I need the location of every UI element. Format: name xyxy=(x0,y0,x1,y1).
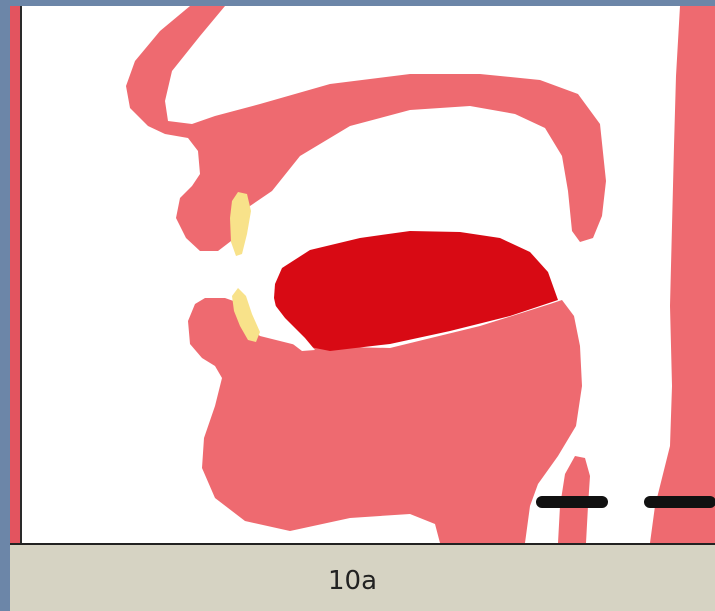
diagram-frame: 10a xyxy=(10,6,715,611)
caption-bar: 10a xyxy=(10,543,715,611)
caption-label: 10a xyxy=(328,566,377,596)
pharynx-wall xyxy=(650,6,715,543)
vocal-fold-left xyxy=(536,496,608,508)
vocal-tract-diagram xyxy=(22,6,715,543)
nose-and-upper-lip xyxy=(126,6,606,251)
vocal-fold-right xyxy=(644,496,715,508)
left-edge-bar xyxy=(10,6,22,543)
upper-tooth xyxy=(230,192,251,256)
